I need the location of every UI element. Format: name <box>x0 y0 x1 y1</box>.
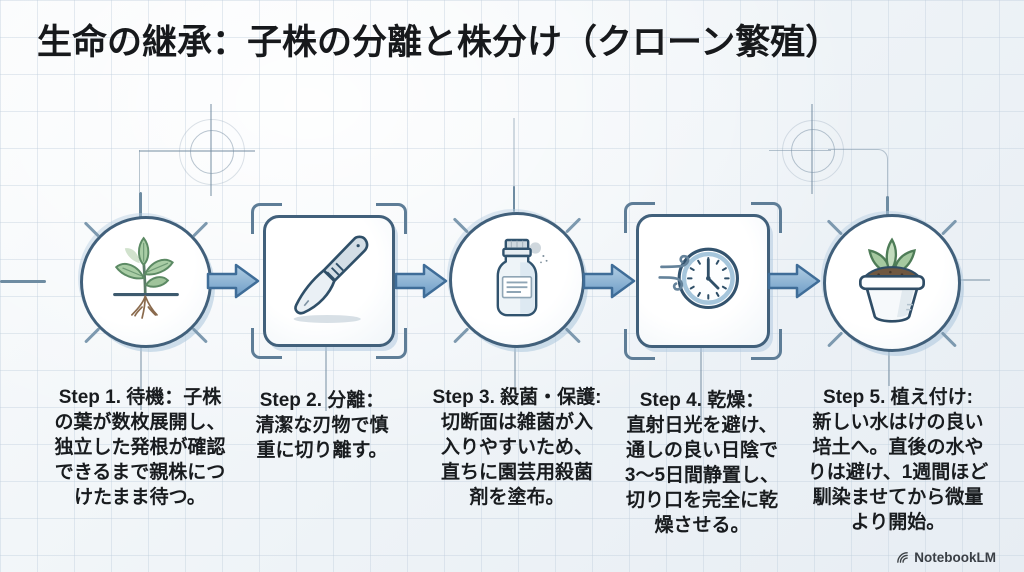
corner-bracket <box>624 202 655 233</box>
flow-arrow <box>206 263 260 299</box>
blueprint-line <box>811 104 813 194</box>
blueprint-line <box>957 279 990 281</box>
crosshair-tick <box>84 221 100 238</box>
crosshair-tick <box>192 221 208 238</box>
plant-with-roots-icon <box>113 236 179 319</box>
crosshair-tick <box>84 326 100 343</box>
notebooklm-logo-icon <box>897 552 909 563</box>
crosshair-tick <box>192 326 208 343</box>
corner-bracket <box>376 203 407 234</box>
blueprint-line <box>513 118 515 188</box>
blueprint-line <box>138 150 140 192</box>
blueprint-line <box>139 150 255 152</box>
corner-bracket <box>751 329 782 360</box>
blueprint-line <box>325 345 327 411</box>
crosshair-tick <box>565 326 581 343</box>
blueprint-line <box>769 149 831 151</box>
corner-bracket <box>751 202 782 233</box>
step-node-4 <box>624 202 782 360</box>
blueprint-line <box>139 192 142 220</box>
crosshair-tick <box>941 330 957 347</box>
step-node-5 <box>823 214 961 352</box>
crosshair-tick <box>941 219 957 236</box>
page-title: 生命の継承：子株の分離と株分け（クローン繁殖） <box>37 23 841 62</box>
flow-arrow <box>767 263 821 299</box>
flow-arrow <box>582 263 636 299</box>
crosshair-tick <box>827 330 843 347</box>
step-text-2: Step 2. 分離： 清潔な刃物で慎 重に切り離す。 <box>255 390 389 461</box>
crosshair-tick <box>827 219 843 236</box>
fungicide-vial-icon <box>496 238 548 317</box>
step-text-4: Step 4. 乾燥： 直射日光を避け、 通しの良い日陰で 3〜5日間静置し、 … <box>624 390 780 536</box>
scalpel-icon <box>293 235 369 323</box>
crosshair-tick <box>565 217 581 234</box>
crosshair-tick <box>453 217 469 234</box>
corner-bracket <box>376 328 407 359</box>
step-text-3: Step 3. 殺菌・保護: 切断面は雑菌が入 入りやすいため、 直ちに園芸用殺… <box>432 387 602 508</box>
step-node-1 <box>80 216 212 348</box>
blueprint-line <box>514 347 516 387</box>
notebooklm-label: NotebookLM <box>914 550 996 565</box>
flow-arrow <box>394 263 448 299</box>
blueprint-line <box>700 347 702 421</box>
blueprint-line <box>140 346 142 410</box>
blueprint-line <box>512 186 515 212</box>
crosshair-tick <box>453 326 469 343</box>
blueprint-line <box>0 280 46 283</box>
clock-wind-icon <box>658 247 739 310</box>
step-node-3 <box>449 212 585 348</box>
blueprint-line <box>888 348 890 386</box>
corner-bracket <box>251 203 282 234</box>
corner-bracket <box>624 329 655 360</box>
potted-plant-icon <box>859 237 925 323</box>
corner-bracket <box>251 328 282 359</box>
blueprint-crosshair <box>782 120 844 182</box>
step-text-1: Step 1. 待機：子株 の葉が数枚展開し、 独立した発根が確認 できるまで親… <box>54 387 226 508</box>
blueprint-crosshair <box>179 119 245 185</box>
blueprint-crosshair <box>190 130 234 174</box>
blueprint-line <box>886 196 889 218</box>
step-text-5: Step 5. 植え付け: 新しい水はけの良い 培土へ。直後の水や りは避け、1… <box>807 387 989 533</box>
step-node-2 <box>251 203 407 359</box>
notebooklm-watermark: NotebookLM <box>896 550 996 565</box>
blueprint-line <box>828 149 888 208</box>
